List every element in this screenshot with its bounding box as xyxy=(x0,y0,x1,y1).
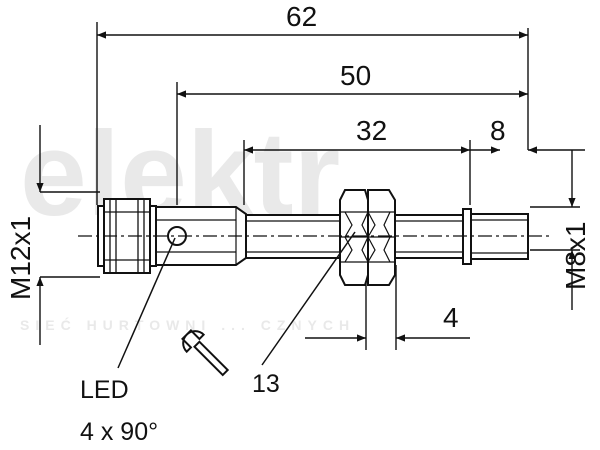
leader-lines xyxy=(117,231,356,369)
dimension-50: 50 xyxy=(340,60,371,91)
extension-lines xyxy=(40,22,580,350)
dimension-lines xyxy=(36,31,585,345)
thread-label-m12: M12x1 xyxy=(5,216,36,300)
dimension-8: 8 xyxy=(490,115,506,146)
dimension-62: 62 xyxy=(286,1,317,32)
thread-label-m8: M8x1 xyxy=(560,222,591,290)
wrench-leader xyxy=(261,231,356,366)
watermark-tagline: SIEĆ HURTOWNI ... CZNYCH xyxy=(20,316,355,333)
dimension-4: 4 xyxy=(443,302,459,333)
wrench-icon xyxy=(181,329,230,377)
led-angle-label: 4 x 90° xyxy=(80,418,158,446)
led-leader xyxy=(117,237,176,369)
wrench-size-label: 13 xyxy=(252,370,280,398)
led-label: LED xyxy=(80,376,129,404)
dimension-32: 32 xyxy=(356,115,387,146)
